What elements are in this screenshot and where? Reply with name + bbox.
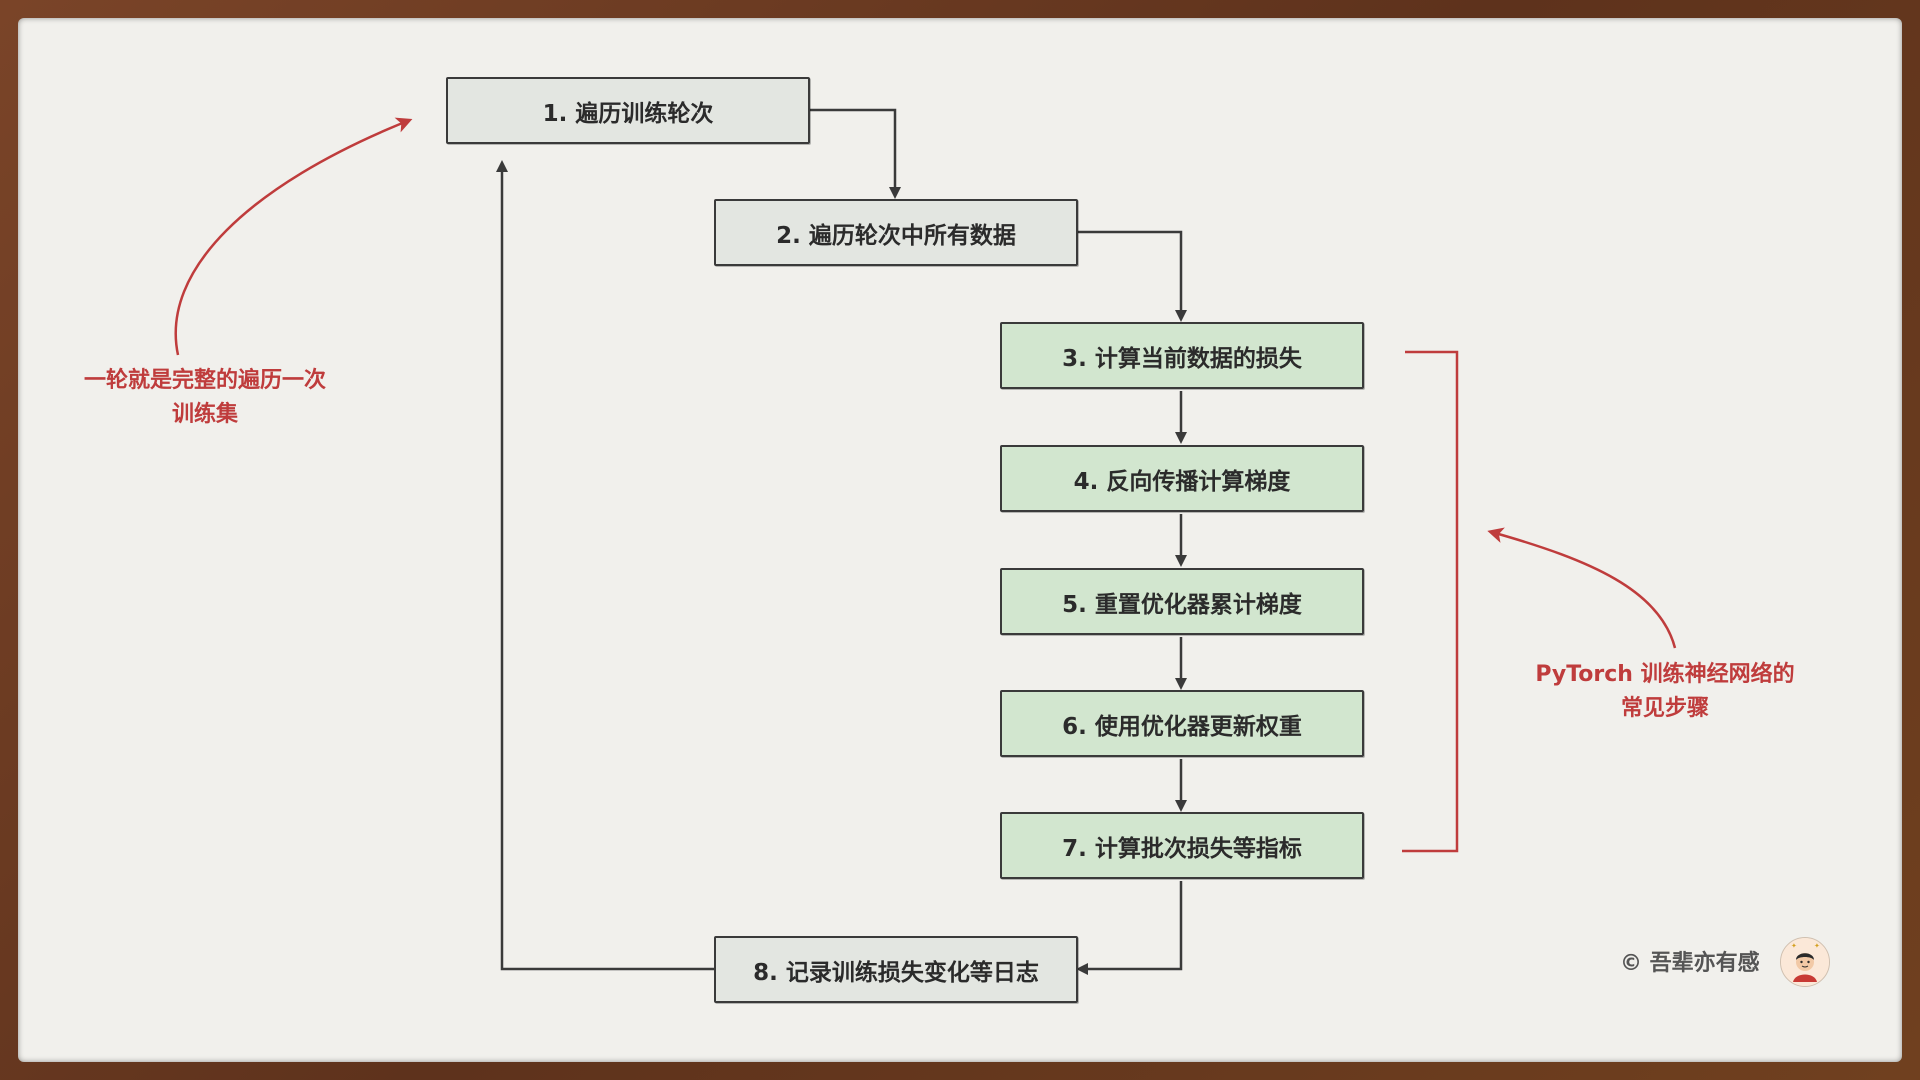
- author-avatar-icon: ✦ ✦: [1780, 937, 1830, 987]
- right-annotation-line2: 常见步骤: [1620, 696, 1709, 721]
- arrow-7-to-8: [1076, 881, 1183, 975]
- step-box-4: 4. 反向传播计算梯度: [1000, 445, 1364, 512]
- step-box-2: 2. 遍历轮次中所有数据: [714, 199, 1078, 266]
- left-annotation: 一轮就是完整的遍历一次 训练集: [40, 364, 370, 432]
- right-annotation-line1: PyTorch 训练神经网络的: [1535, 662, 1795, 687]
- arrow-1-to-2: [810, 108, 901, 199]
- step-box-7: 7. 计算批次损失等指标: [1000, 812, 1364, 879]
- steps-bracket: [1402, 350, 1459, 853]
- paper-canvas: [18, 18, 1902, 1062]
- arrow-8-to-1: [496, 160, 714, 971]
- svg-text:✦: ✦: [1814, 942, 1820, 950]
- step-box-3: 3. 计算当前数据的损失: [1000, 322, 1364, 389]
- svg-text:✦: ✦: [1791, 942, 1797, 950]
- step-box-8: 8. 记录训练损失变化等日志: [714, 936, 1078, 1003]
- arrow-2-to-3: [1078, 230, 1187, 322]
- left-annotation-line2: 训练集: [171, 402, 238, 427]
- left-annotation-arrow: [174, 117, 413, 356]
- left-annotation-line1: 一轮就是完整的遍历一次: [83, 368, 326, 393]
- step-box-6: 6. 使用优化器更新权重: [1000, 690, 1364, 757]
- step-box-1: 1. 遍历训练轮次: [446, 77, 810, 144]
- right-annotation-arrow: [1487, 527, 1677, 649]
- right-annotation: PyTorch 训练神经网络的 常见步骤: [1510, 658, 1820, 726]
- author-credit: © 吾辈亦有感: [1620, 951, 1760, 976]
- step-box-5: 5. 重置优化器累计梯度: [1000, 568, 1364, 635]
